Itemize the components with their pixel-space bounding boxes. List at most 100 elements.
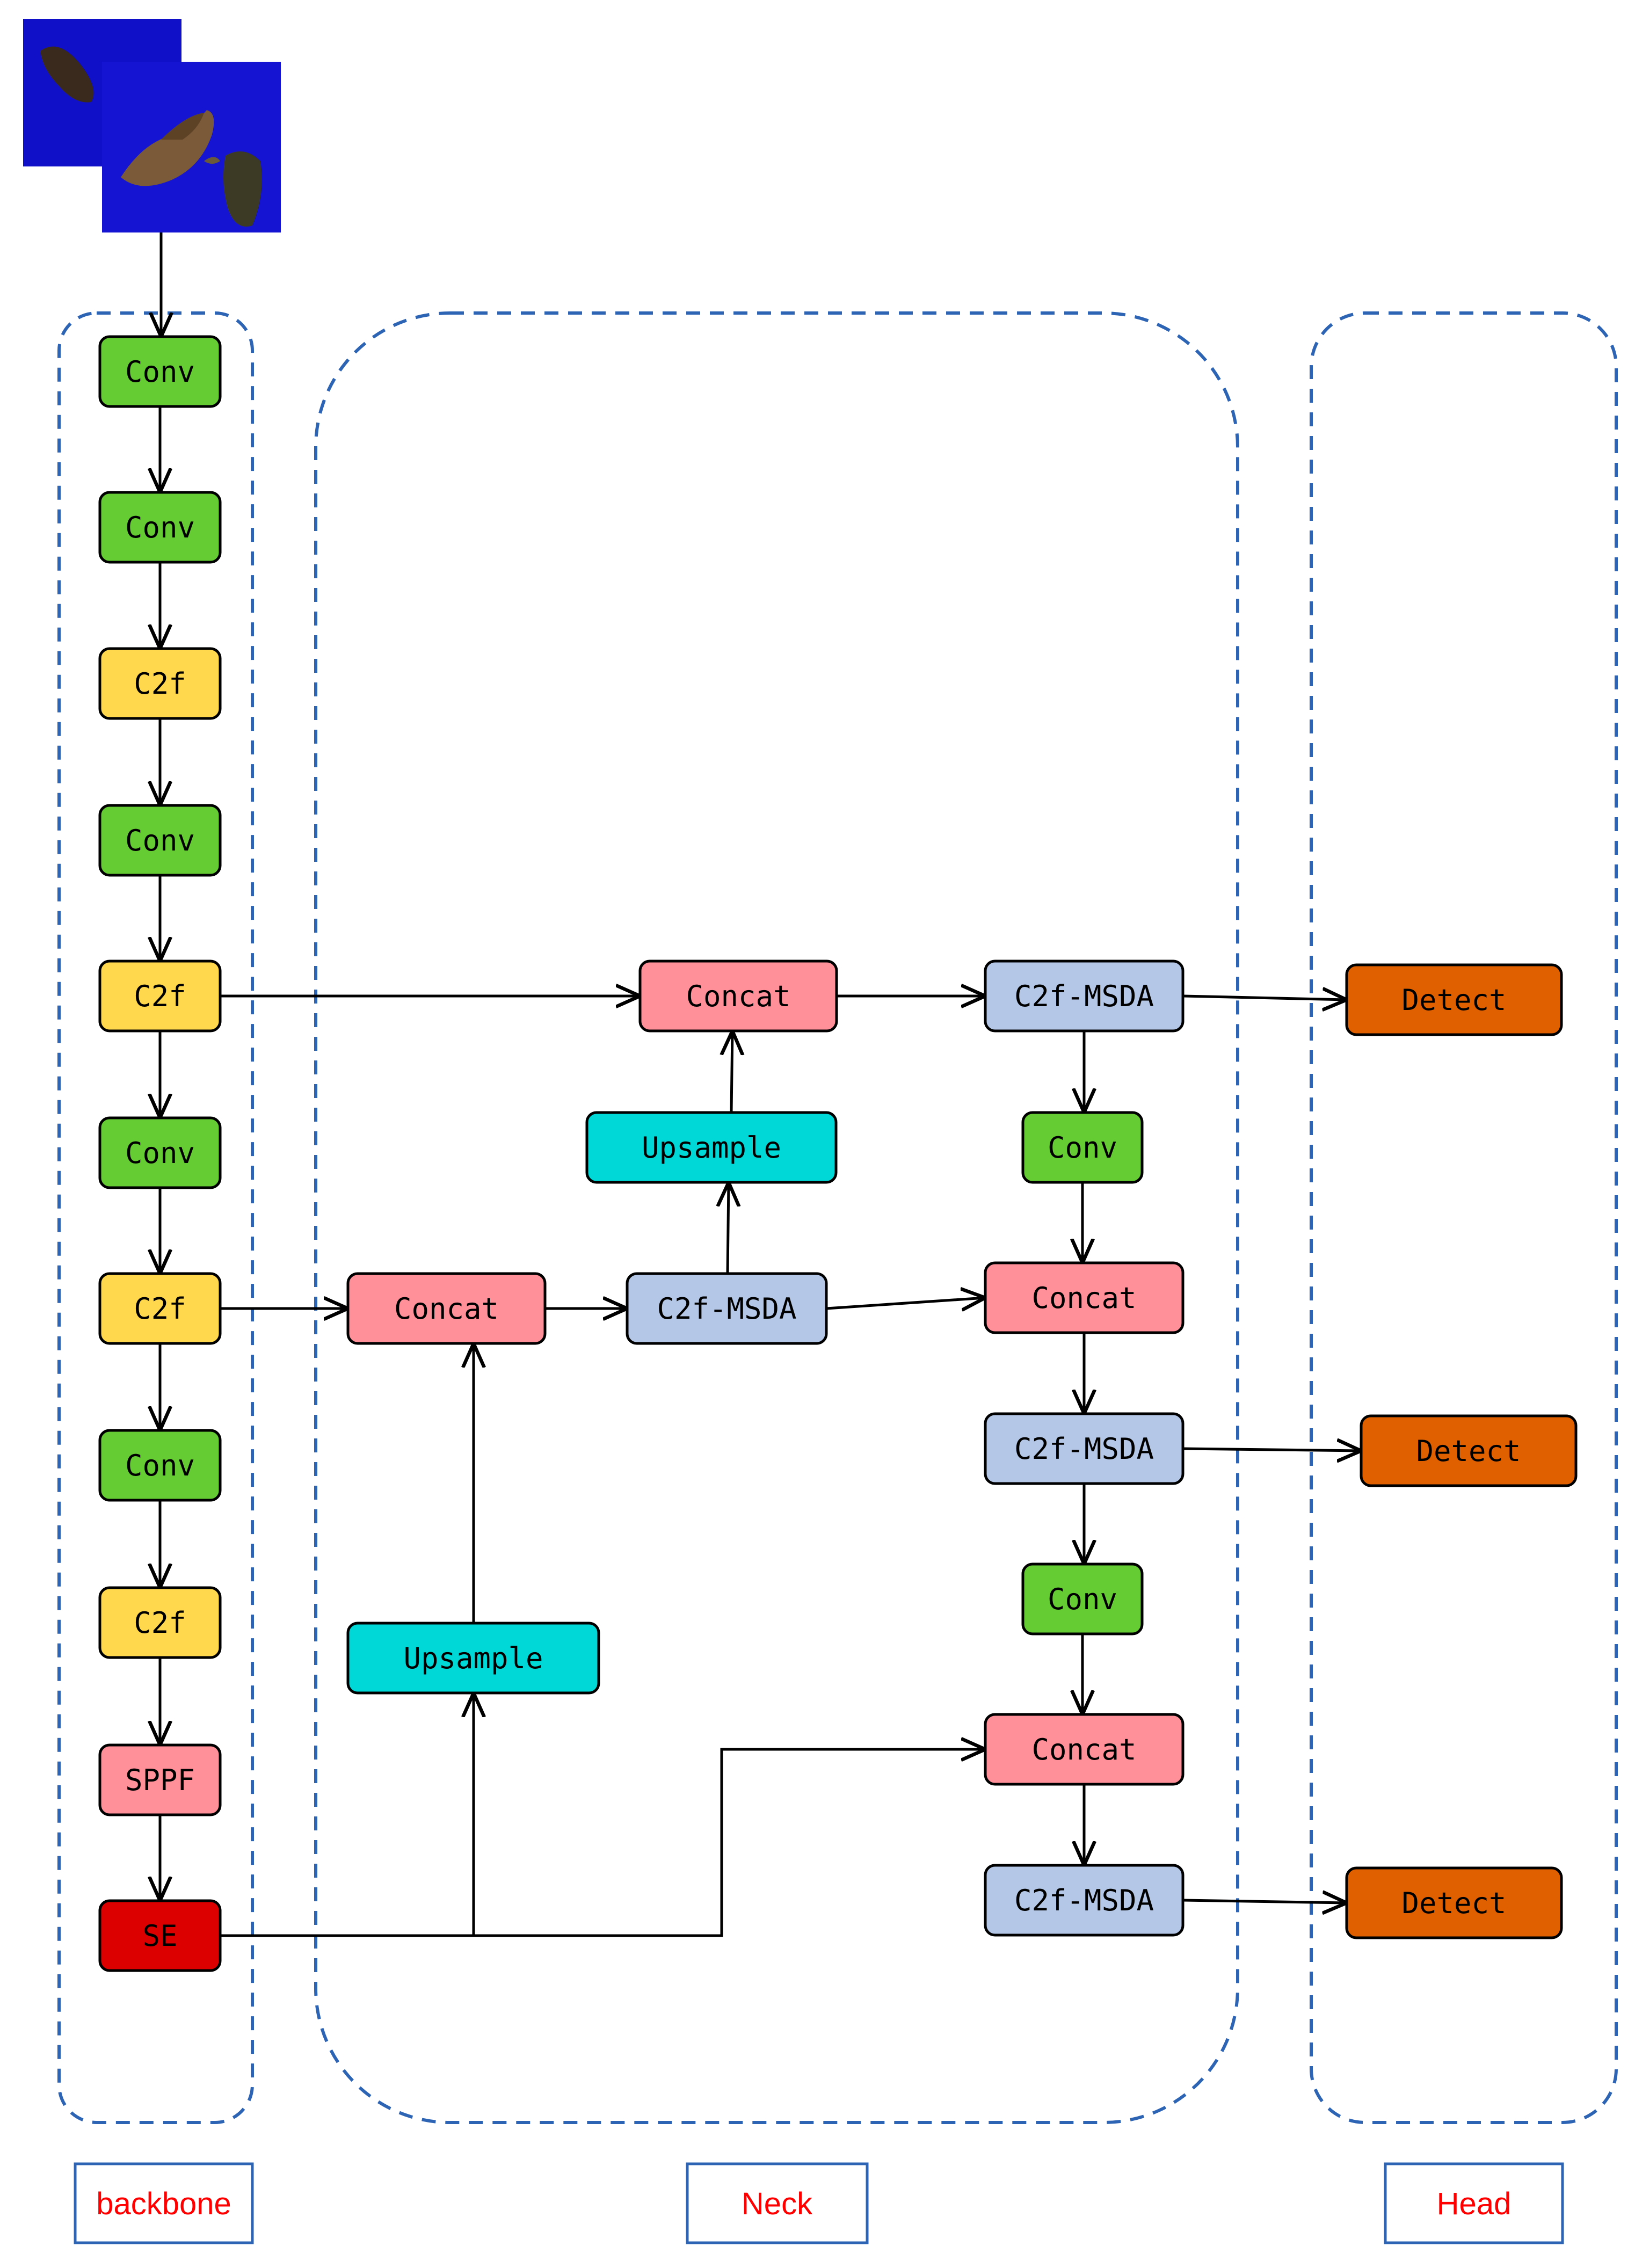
- head-region: [1310, 311, 1618, 2124]
- nk-upsample-top-block: Upsample: [585, 1111, 838, 1184]
- edge-nk-c2f-msda-1-to-hd-detect-1: [1182, 996, 1347, 1000]
- hd-detect-3-box: [1345, 1866, 1563, 1939]
- hd-detect-2-box: [1360, 1414, 1578, 1487]
- edges-layer: [160, 232, 1361, 1937]
- bb-conv-1-block: Conv: [98, 335, 222, 408]
- backbone-label: backbone: [96, 2186, 231, 2221]
- nk-concat-top-label: Concat: [686, 979, 790, 1013]
- nk-c2f-msda-mid-label: C2f-MSDA: [657, 1292, 796, 1326]
- bb-c2f-2-label: C2f: [134, 979, 186, 1013]
- edge-nk-c2f-msda-3-to-hd-detect-3: [1182, 1900, 1347, 1903]
- head-label: Head: [1437, 2186, 1512, 2221]
- bb-conv-4-block: Conv: [98, 1116, 222, 1189]
- edge-bb-se-to-nk-concat-3: [474, 1749, 985, 1937]
- bb-c2f-4-box: [98, 1586, 222, 1659]
- bb-conv-2-label: Conv: [125, 511, 195, 544]
- neck-region: [314, 311, 1239, 2124]
- nodes-layer: ConvConvC2fConvC2fConvC2fConvC2fSPPFSECo…: [98, 335, 1578, 1972]
- bb-c2f-4-label: C2f: [134, 1606, 186, 1640]
- bb-se-box: [98, 1899, 222, 1972]
- hd-detect-3-block: Detect: [1345, 1866, 1563, 1939]
- nk-concat-3-block: Concat: [984, 1713, 1185, 1786]
- nk-concat-2-label: Concat: [1031, 1281, 1136, 1315]
- hd-detect-2-block: Detect: [1360, 1414, 1578, 1487]
- hd-detect-1-label: Detect: [1401, 983, 1506, 1017]
- bb-c2f-3-block: C2f: [98, 1272, 222, 1345]
- bb-conv-5-box: [98, 1429, 222, 1502]
- bb-c2f-1-box: [98, 647, 222, 720]
- bb-conv-3-label: Conv: [125, 824, 195, 857]
- nk-c2f-msda-3-block: C2f-MSDA: [984, 1864, 1185, 1937]
- backbone-region: [57, 311, 254, 2124]
- edge-nk-c2f-msda-mid-to-nk-upsample-top: [728, 1182, 729, 1274]
- bb-se-label: SE: [142, 1919, 177, 1953]
- bb-sppf-block: SPPF: [98, 1743, 222, 1816]
- nk-c2f-msda-1-label: C2f-MSDA: [1014, 979, 1154, 1013]
- hd-detect-1-block: Detect: [1345, 963, 1563, 1036]
- edge-nk-upsample-top-to-nk-concat-top: [731, 1031, 732, 1113]
- hd-detect-2-label: Detect: [1416, 1434, 1521, 1468]
- nk-upsample-bottom-block: Upsample: [346, 1622, 600, 1695]
- nk-c2f-msda-1-block: C2f-MSDA: [984, 959, 1185, 1033]
- backbone-section-label: backbone: [74, 2162, 254, 2244]
- nk-c2f-msda-2-label: C2f-MSDA: [1014, 1432, 1154, 1466]
- head-section-label: Head: [1384, 2162, 1564, 2244]
- bb-se-block: SE: [98, 1899, 222, 1972]
- bb-sppf-label: SPPF: [125, 1763, 195, 1797]
- nk-upsample-top-label: Upsample: [642, 1131, 781, 1165]
- bb-conv-1-box: [98, 335, 222, 408]
- nk-c2f-msda-2-box: [984, 1412, 1185, 1485]
- edge-nk-c2f-msda-mid-to-nk-concat-2: [826, 1298, 985, 1309]
- bb-c2f-3-label: C2f: [134, 1292, 186, 1326]
- bb-c2f-2-box: [98, 959, 222, 1033]
- nk-concat-3-label: Concat: [1031, 1733, 1136, 1767]
- bb-c2f-1-block: C2f: [98, 647, 222, 720]
- nk-concat-2-box: [984, 1261, 1185, 1334]
- nk-conv-2-box: [1021, 1562, 1144, 1635]
- edge-bb-se-to-nk-upsample-bottom: [220, 1693, 474, 1937]
- nk-concat-top-box: [638, 959, 838, 1033]
- nk-concat-top-block: Concat: [638, 959, 838, 1033]
- bb-sppf-box: [98, 1743, 222, 1816]
- bb-conv-4-box: [98, 1116, 222, 1189]
- nk-concat-mid-box: [346, 1272, 547, 1345]
- nk-upsample-top-box: [585, 1111, 838, 1184]
- bb-conv-1-label: Conv: [125, 355, 195, 389]
- nk-c2f-msda-1-box: [984, 959, 1185, 1033]
- bb-conv-4-label: Conv: [125, 1136, 195, 1170]
- bb-conv-3-box: [98, 804, 222, 877]
- bb-conv-3-block: Conv: [98, 804, 222, 877]
- neck-label: Neck: [742, 2186, 813, 2221]
- nk-conv-2-label: Conv: [1048, 1582, 1117, 1616]
- nk-concat-2-block: Concat: [984, 1261, 1185, 1334]
- nk-concat-mid-label: Concat: [394, 1292, 499, 1326]
- nk-conv-2-block: Conv: [1021, 1562, 1144, 1635]
- bb-conv-5-block: Conv: [98, 1429, 222, 1502]
- nk-conv-1-box: [1021, 1111, 1144, 1184]
- bb-c2f-2-block: C2f: [98, 959, 222, 1033]
- bb-c2f-1-label: C2f: [134, 667, 186, 701]
- edge-nk-c2f-msda-2-to-hd-detect-2: [1182, 1449, 1361, 1451]
- bb-conv-5-label: Conv: [125, 1449, 195, 1482]
- nk-concat-mid-block: Concat: [346, 1272, 547, 1345]
- bb-c2f-4-block: C2f: [98, 1586, 222, 1659]
- bb-c2f-3-box: [98, 1272, 222, 1345]
- nk-conv-1-label: Conv: [1048, 1131, 1117, 1165]
- nk-c2f-msda-mid-box: [626, 1272, 828, 1345]
- bb-conv-2-box: [98, 491, 222, 564]
- nk-concat-3-box: [984, 1713, 1185, 1786]
- soybean-pod-photo-stack-icon: [23, 19, 281, 232]
- neck-section-label: Neck: [686, 2162, 869, 2244]
- nk-upsample-bottom-box: [346, 1622, 600, 1695]
- nk-c2f-msda-3-box: [984, 1864, 1185, 1937]
- nk-c2f-msda-3-label: C2f-MSDA: [1014, 1884, 1154, 1917]
- nk-conv-1-block: Conv: [1021, 1111, 1144, 1184]
- hd-detect-3-label: Detect: [1401, 1886, 1506, 1920]
- nk-c2f-msda-mid-block: C2f-MSDA: [626, 1272, 828, 1345]
- hd-detect-1-box: [1345, 963, 1563, 1036]
- nk-c2f-msda-2-block: C2f-MSDA: [984, 1412, 1185, 1485]
- nk-upsample-bottom-label: Upsample: [403, 1641, 543, 1675]
- bb-conv-2-block: Conv: [98, 491, 222, 564]
